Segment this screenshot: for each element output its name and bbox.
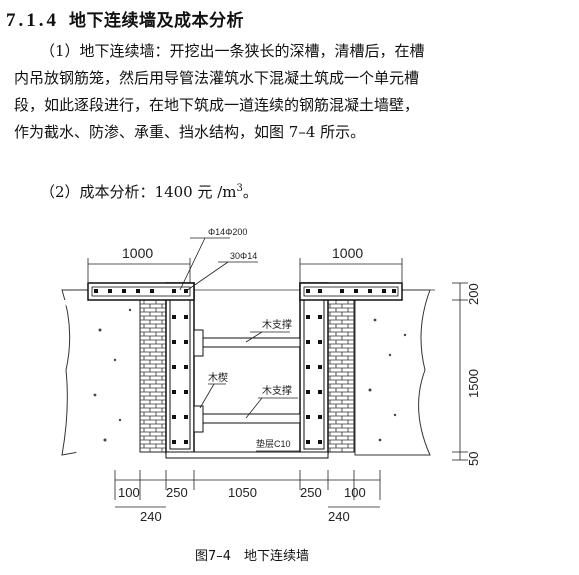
dim-bottom-sub-left: 240 xyxy=(140,509,162,524)
soil-right xyxy=(354,289,431,456)
label-rebar-main: Φ14Φ200 xyxy=(208,227,247,237)
paragraph-1-line: 内吊放钢筋笼，然后用导管法灌筑水下混凝土筑成一个单元槽 xyxy=(14,69,420,87)
cost-text: （2）成本分析：1400 元 /m xyxy=(40,183,237,201)
dim-top-left: 1000 xyxy=(122,245,153,261)
label-strut-lower: 木支撑 xyxy=(262,384,292,397)
cap-beam-left xyxy=(87,282,195,301)
dim-bottom-2: 250 xyxy=(166,485,188,500)
wedge xyxy=(193,405,204,433)
dim-right-top: 200 xyxy=(466,283,481,305)
cap-beam-right xyxy=(299,282,403,301)
paragraph-1-line: 作为截水、防渗、承重、挡水结构，如图 7–4 所示。 xyxy=(14,123,366,141)
rebar-dots xyxy=(94,289,396,444)
section-heading: 7.1.4 地下连续墙及成本分析 xyxy=(6,6,244,32)
section-title: 地下连续墙及成本分析 xyxy=(69,11,244,31)
paragraph-1-line: （1）地下连续墙：开挖出一条狭长的深槽，清槽后，在槽 xyxy=(40,42,425,60)
soil-left-body xyxy=(62,300,140,455)
cushion-layer xyxy=(165,451,329,459)
dim-bottom-sub-right: 240 xyxy=(328,509,350,524)
paragraph-1: （1）地下连续墙：开挖出一条狭长的深槽，清槽后，在槽 内吊放钢筋笼，然后用导管法… xyxy=(14,38,560,146)
paragraph-2: （2）成本分析：1400 元 /m3。 xyxy=(40,175,560,206)
cost-unit-exponent: 3 xyxy=(236,183,243,194)
section-number: 7.1.4 xyxy=(6,10,59,31)
diaphragm-wall-right xyxy=(299,282,329,454)
cost-period: 。 xyxy=(242,183,258,201)
strut-lower xyxy=(193,413,301,424)
figure-caption: 图7–4 地下连续墙 xyxy=(195,549,310,564)
brick-wall-left xyxy=(139,299,167,453)
diaphragm-wall-left xyxy=(165,282,195,454)
brick-wall-right xyxy=(327,299,355,453)
label-strut-upper: 木支撑 xyxy=(262,318,292,331)
label-cushion: 垫层C10 xyxy=(256,438,291,449)
dim-bottom-4: 250 xyxy=(300,485,322,500)
soil-specks xyxy=(93,308,407,442)
dim-bottom-3: 1050 xyxy=(228,485,257,500)
label-wedge: 木楔 xyxy=(208,372,228,384)
paragraph-1-line: 段，如此逐段进行，在地下筑成一道连续的钢筋混凝土墙壁， xyxy=(14,96,420,114)
dim-right-bot: 50 xyxy=(466,452,481,466)
dim-top-right: 1000 xyxy=(332,245,363,261)
strut-upper xyxy=(193,337,301,348)
label-rebar-dist: 30Φ14 xyxy=(230,251,257,261)
dim-bottom-5: 100 xyxy=(344,485,366,500)
dim-right-mid: 1500 xyxy=(466,369,481,398)
dim-bottom-1: 100 xyxy=(118,485,140,500)
